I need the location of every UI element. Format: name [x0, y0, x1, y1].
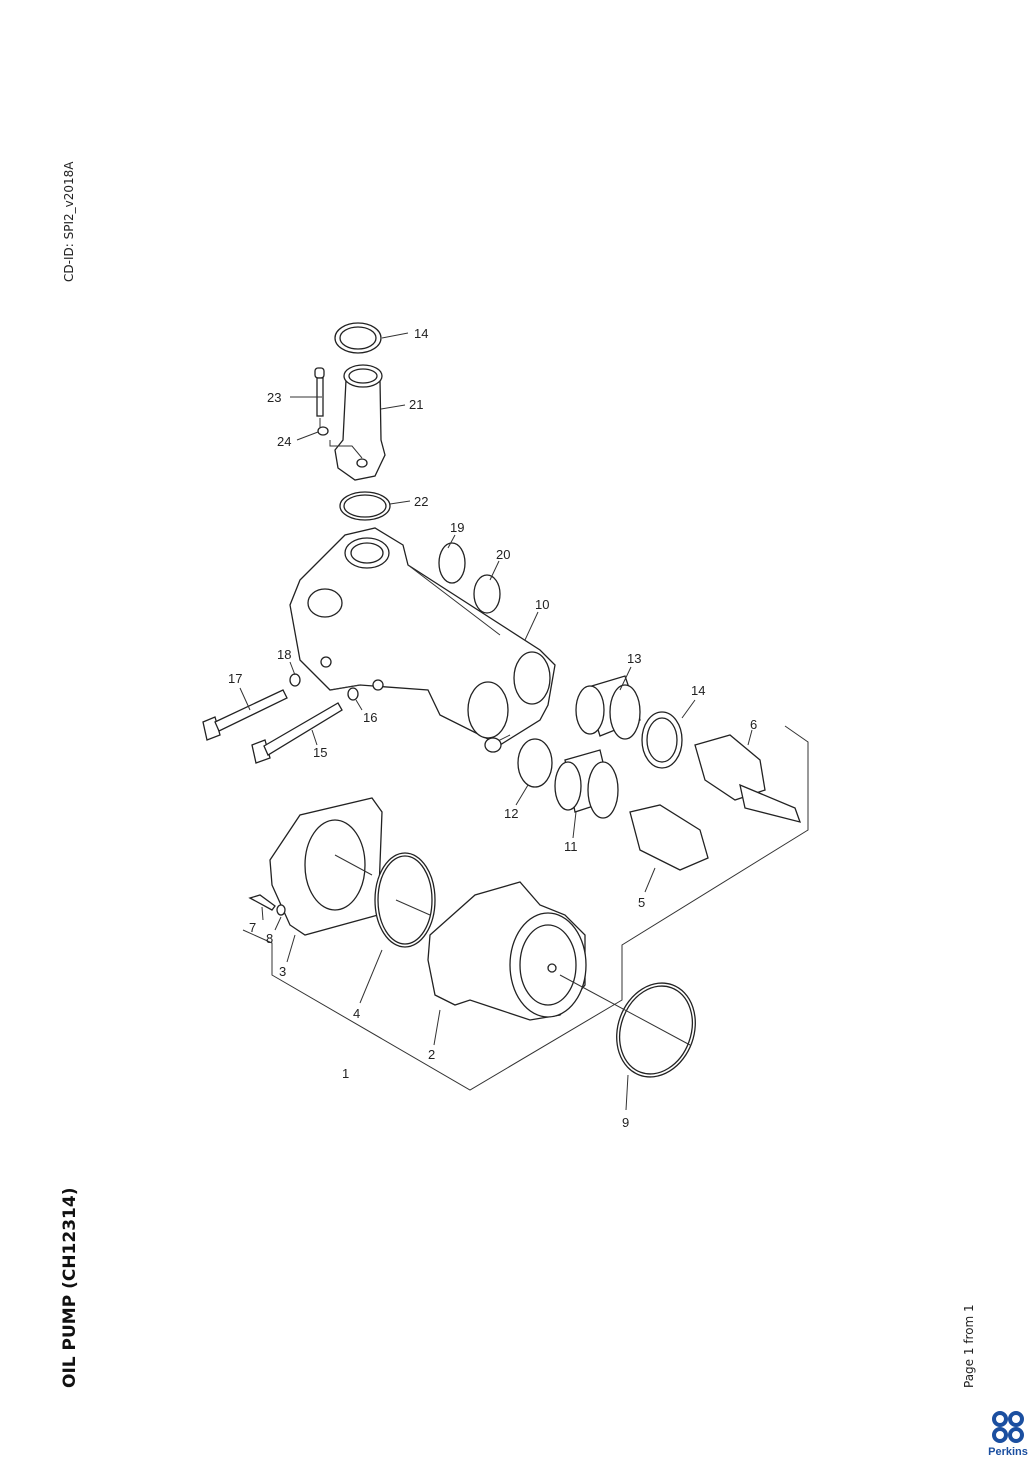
perkins-emblem-icon	[992, 1411, 1024, 1443]
callout-16: 16	[363, 710, 377, 725]
callout-8: 8	[266, 931, 273, 946]
callout-10: 10	[535, 597, 549, 612]
part-bolt-15	[251, 687, 359, 764]
callout-14: 14	[691, 683, 705, 698]
part-screw-7	[248, 894, 276, 911]
assembly-bracket-1	[242, 725, 809, 1091]
perkins-logo: Perkins	[986, 1410, 1030, 1458]
part-gear-6	[694, 734, 802, 823]
part-plate-3	[269, 797, 383, 936]
callout-14: 14	[414, 326, 428, 341]
callout-1: 1	[342, 1066, 349, 1081]
part-pump-body-2	[427, 881, 587, 1021]
callout-3: 3	[279, 964, 286, 979]
callout-18: 18	[277, 647, 291, 662]
callout-13: 13	[627, 651, 641, 666]
part-gear-5	[629, 804, 709, 871]
callout-24: 24	[277, 434, 291, 449]
part-tube-21	[334, 364, 386, 481]
part-bolt-17	[202, 673, 301, 741]
callout-15: 15	[313, 745, 327, 760]
callout-2: 2	[428, 1047, 435, 1062]
callout-17: 17	[228, 671, 242, 686]
callout-12: 12	[504, 806, 518, 821]
part-housing-10	[289, 527, 556, 753]
callout-6: 6	[750, 717, 757, 732]
callout-9: 9	[622, 1115, 629, 1130]
part-sleeve-13	[575, 675, 641, 740]
callout-7: 7	[249, 920, 256, 935]
callout-5: 5	[638, 895, 645, 910]
callout-23: 23	[267, 390, 281, 405]
callout-19: 19	[450, 520, 464, 535]
callout-11: 11	[564, 839, 578, 854]
part-circlip-20	[473, 574, 501, 614]
part-sleeve-11	[554, 749, 619, 819]
brand-name: Perkins	[988, 1446, 1028, 1458]
callout-20: 20	[496, 547, 510, 562]
callout-4: 4	[353, 1006, 360, 1021]
part-o-ring-14-top	[334, 322, 382, 354]
part-circlip-19	[438, 542, 466, 584]
part-circlip-12	[517, 738, 553, 788]
callout-22: 22	[414, 494, 428, 509]
part-washer-8	[276, 904, 286, 916]
callout-21: 21	[409, 397, 423, 412]
